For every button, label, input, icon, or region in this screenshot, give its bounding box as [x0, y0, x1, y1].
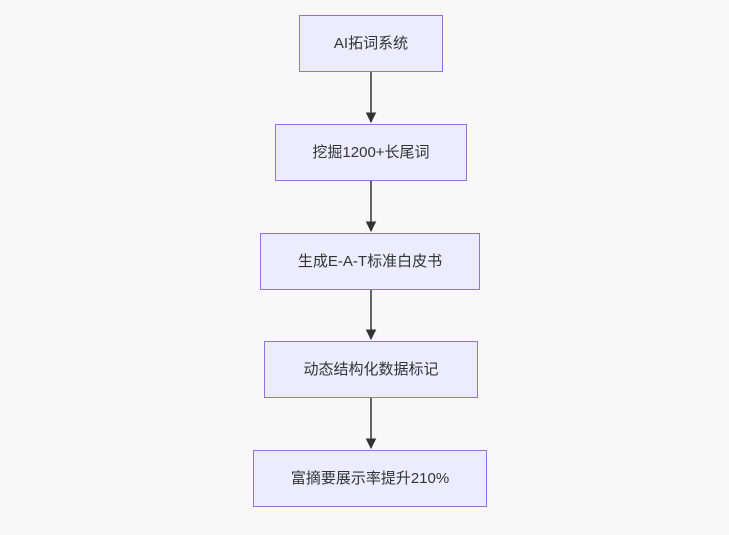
flow-node-label: 动态结构化数据标记	[303, 361, 439, 378]
flow-node-structured-data-markup: 动态结构化数据标记	[264, 341, 478, 398]
flow-node-longtail-mining: 挖掘1200+长尾词	[275, 124, 467, 181]
flow-node-label: 挖掘1200+长尾词	[312, 144, 430, 161]
flow-node-label: 富摘要展示率提升210%	[290, 470, 450, 487]
flow-node-ai-keyword-system: AI拓词系统	[299, 15, 443, 72]
flow-node-rich-snippet-result: 富摘要展示率提升210%	[253, 450, 487, 507]
flow-node-label: AI拓词系统	[333, 35, 409, 52]
flow-node-eat-whitepaper: 生成E-A-T标准白皮书	[260, 233, 480, 290]
flow-node-label: 生成E-A-T标准白皮书	[297, 253, 443, 270]
